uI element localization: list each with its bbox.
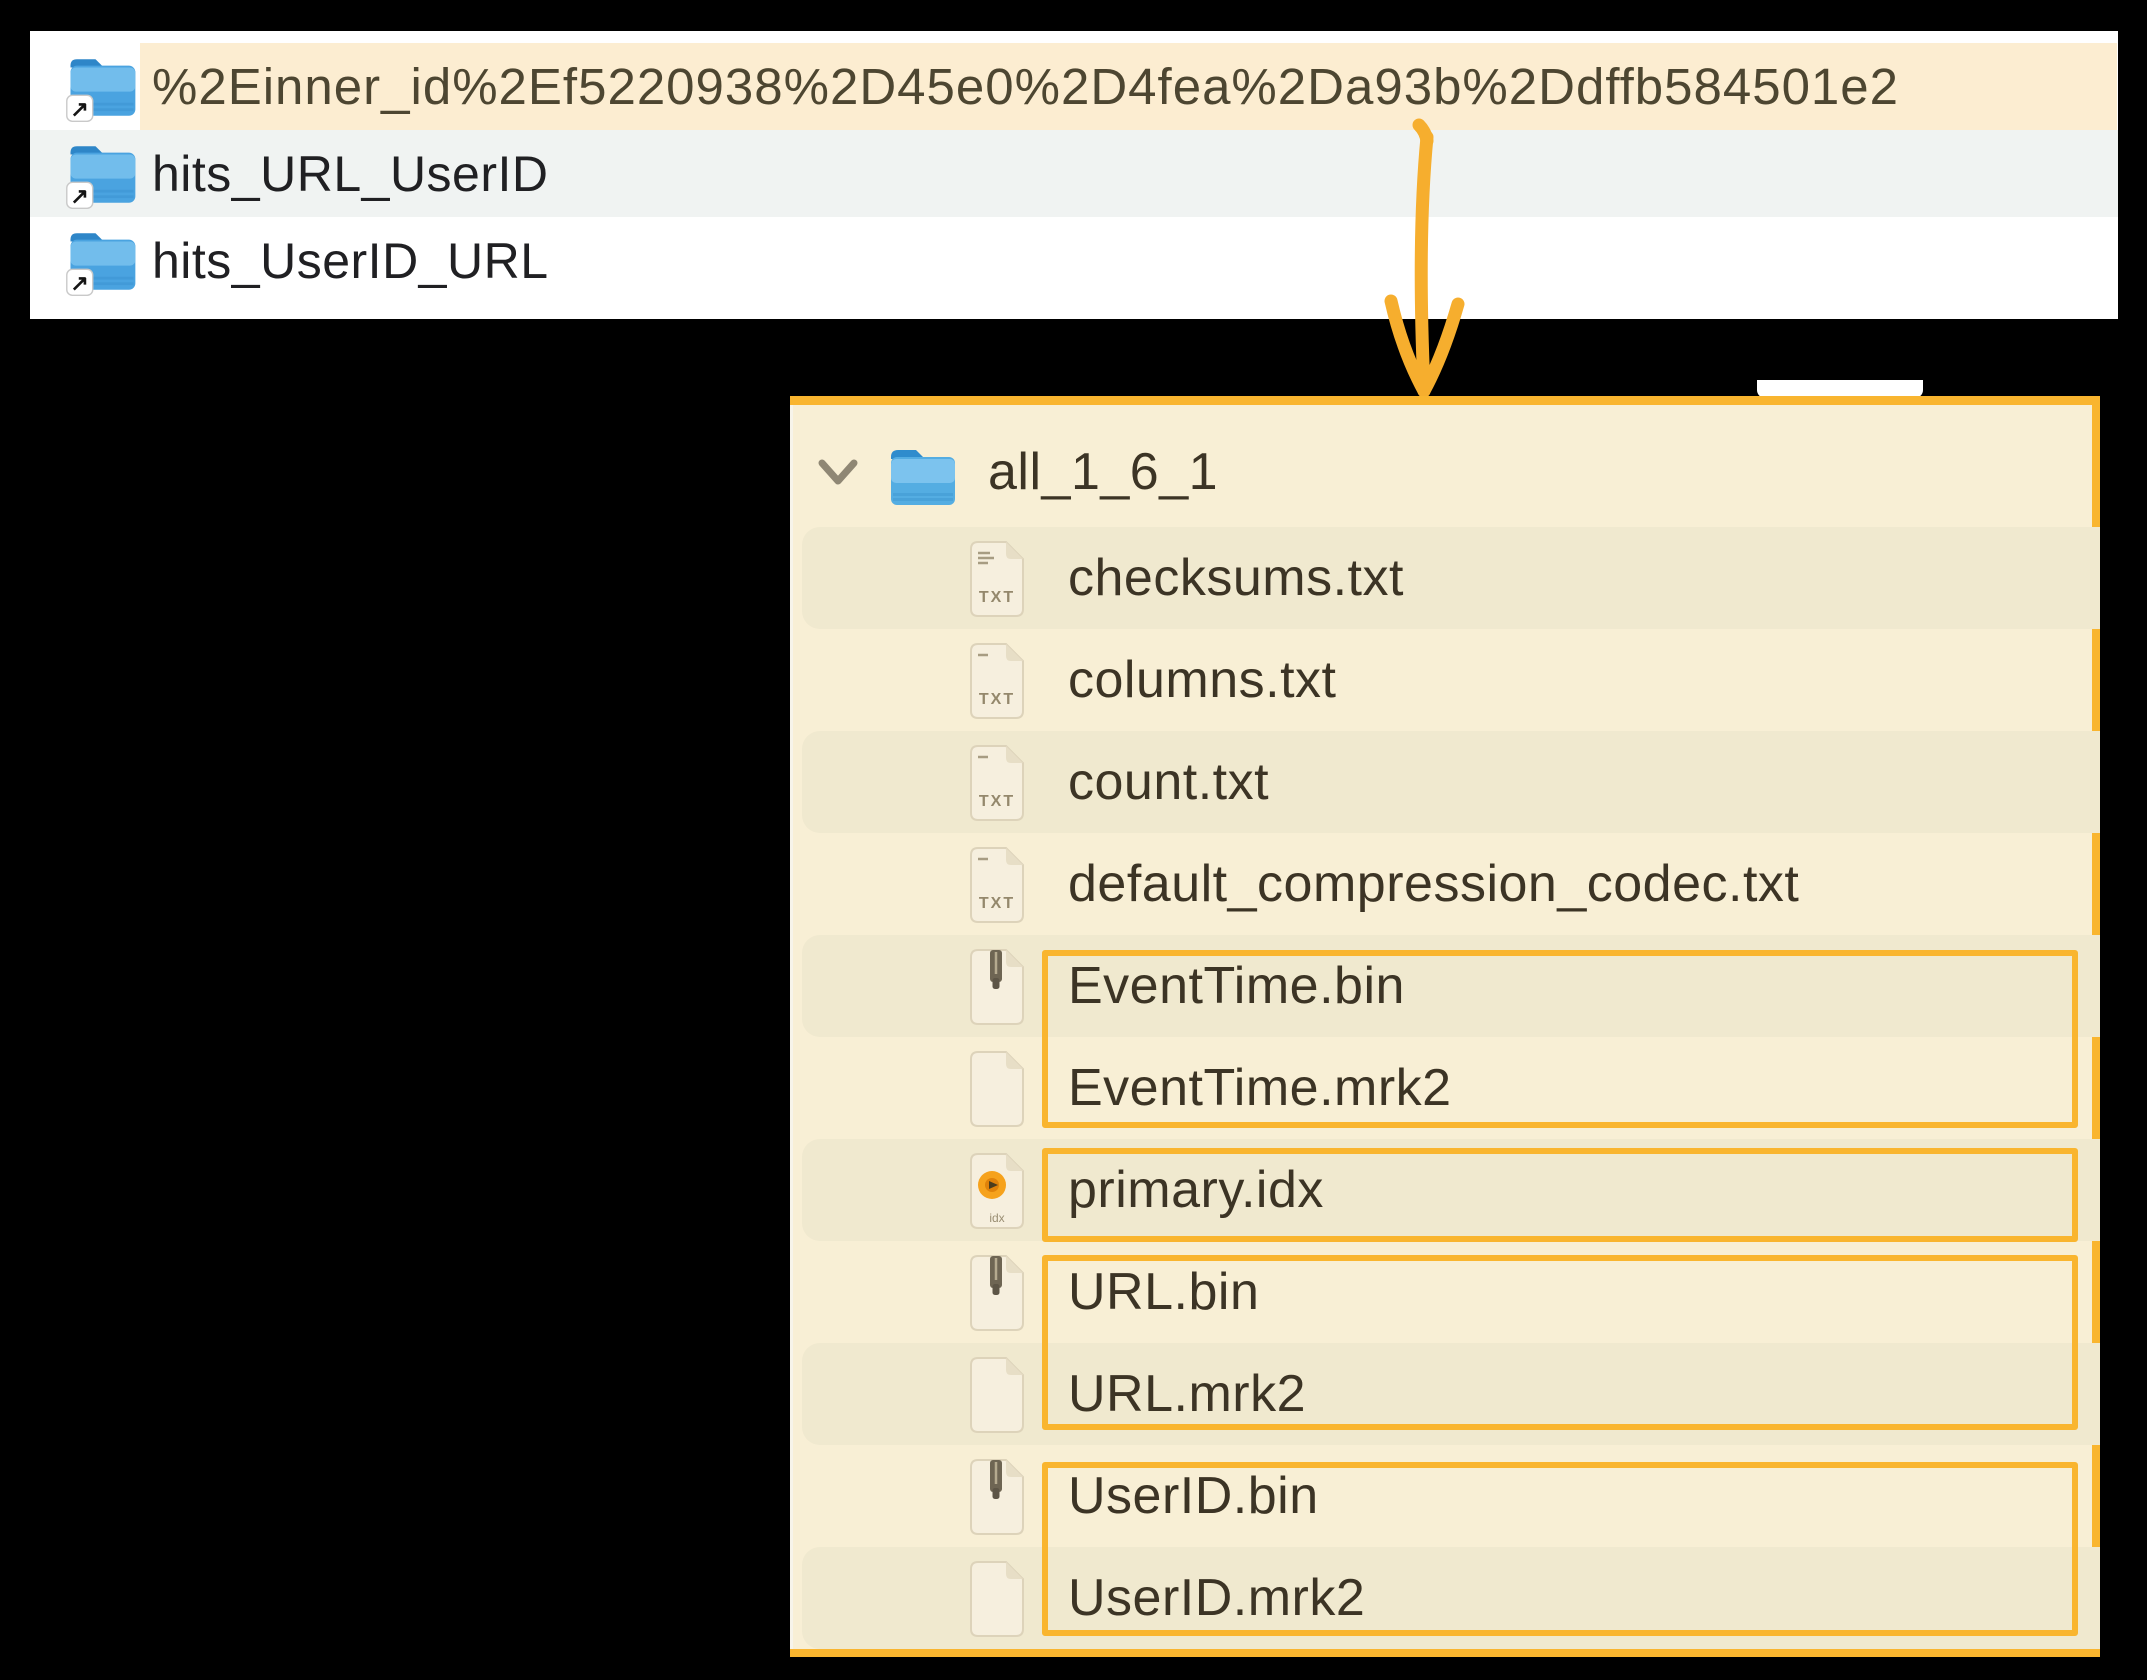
folder-name: hits_UserID_URL <box>152 232 549 289</box>
tree-file-row[interactable]: UserID.mrk2 <box>790 1547 2100 1649</box>
root-folder-name: all_1_6_1 <box>988 443 1219 501</box>
alias-folder-icon: ↗ <box>66 233 136 296</box>
bin-file-icon <box>970 949 1024 1025</box>
mrk2-file-icon <box>970 1051 1024 1127</box>
folder-row-inner-id[interactable]: ↗ %2Einner_id%2Ef5220938%2D45e0%2D4fea%2… <box>30 43 2118 130</box>
tree-file-row[interactable]: EventTime.mrk2 <box>790 1037 2092 1139</box>
file-name: count.txt <box>1068 753 1270 811</box>
selection-highlight <box>140 43 2117 130</box>
tree-file-row[interactable]: TXT checksums.txt <box>790 527 2100 629</box>
folder-name: %2Einner_id%2Ef5220938%2D45e0%2D4fea%2Da… <box>152 58 1900 115</box>
idx-file-icon: idx <box>970 1153 1024 1229</box>
folder-row-hits-url-userid[interactable]: ↗ hits_URL_UserID <box>30 130 2118 217</box>
folder-row-hits-userid-url[interactable]: ↗ hits_UserID_URL <box>30 217 2118 304</box>
svg-text:↗: ↗ <box>70 271 89 296</box>
file-name: UserID.mrk2 <box>1068 1569 1366 1627</box>
tree-file-row[interactable]: idx primary.idx <box>790 1139 2100 1241</box>
svg-text:TXT: TXT <box>979 895 1015 912</box>
file-name: UserID.bin <box>1068 1467 1319 1525</box>
file-name: URL.bin <box>1068 1263 1260 1321</box>
tree-file-row[interactable]: TXT count.txt <box>790 731 2100 833</box>
bin-file-icon <box>970 1459 1024 1535</box>
tree-file-row[interactable]: TXT default_compression_codec.txt <box>790 833 2092 935</box>
tree-file-row[interactable]: EventTime.bin <box>790 935 2100 1037</box>
txt-file-icon: TXT <box>970 643 1024 719</box>
svg-text:↗: ↗ <box>70 97 89 122</box>
folder-icon <box>891 450 955 505</box>
file-name: URL.mrk2 <box>1068 1365 1307 1423</box>
folder-name: hits_URL_UserID <box>152 145 549 202</box>
window-edge-fragment <box>1757 380 1923 398</box>
part-contents-panel: all_1_6_1 TXT checksums.txt TXT columns.… <box>790 396 2100 1657</box>
tree-file-row[interactable]: TXT columns.txt <box>790 629 2092 731</box>
tree-root-folder-row[interactable]: all_1_6_1 <box>790 405 2092 527</box>
file-name: columns.txt <box>1068 651 1337 709</box>
bin-file-icon <box>970 1255 1024 1331</box>
finder-list-panel: ↗ %2Einner_id%2Ef5220938%2D45e0%2D4fea%2… <box>30 31 2118 319</box>
tree-file-row[interactable]: UserID.bin <box>790 1445 2092 1547</box>
tree-file-row[interactable]: URL.mrk2 <box>790 1343 2100 1445</box>
tree-file-row[interactable]: URL.bin <box>790 1241 2092 1343</box>
file-name: EventTime.mrk2 <box>1068 1059 1452 1117</box>
file-name: EventTime.bin <box>1068 957 1405 1015</box>
mrk2-file-icon <box>970 1357 1024 1433</box>
txt-file-icon: TXT <box>970 541 1024 617</box>
file-name: primary.idx <box>1068 1161 1324 1219</box>
mrk2-file-icon <box>970 1561 1024 1637</box>
svg-text:TXT: TXT <box>979 793 1015 810</box>
alias-folder-icon: ↗ <box>66 146 136 209</box>
svg-text:idx: idx <box>989 1211 1004 1225</box>
file-name: default_compression_codec.txt <box>1068 855 1800 913</box>
svg-text:↗: ↗ <box>70 184 89 209</box>
chevron-down-icon[interactable] <box>816 457 860 489</box>
txt-file-icon: TXT <box>970 847 1024 923</box>
svg-text:TXT: TXT <box>979 691 1015 708</box>
file-name: checksums.txt <box>1068 549 1404 607</box>
alias-folder-icon: ↗ <box>66 59 136 122</box>
txt-file-icon: TXT <box>970 745 1024 821</box>
svg-text:TXT: TXT <box>979 589 1015 606</box>
